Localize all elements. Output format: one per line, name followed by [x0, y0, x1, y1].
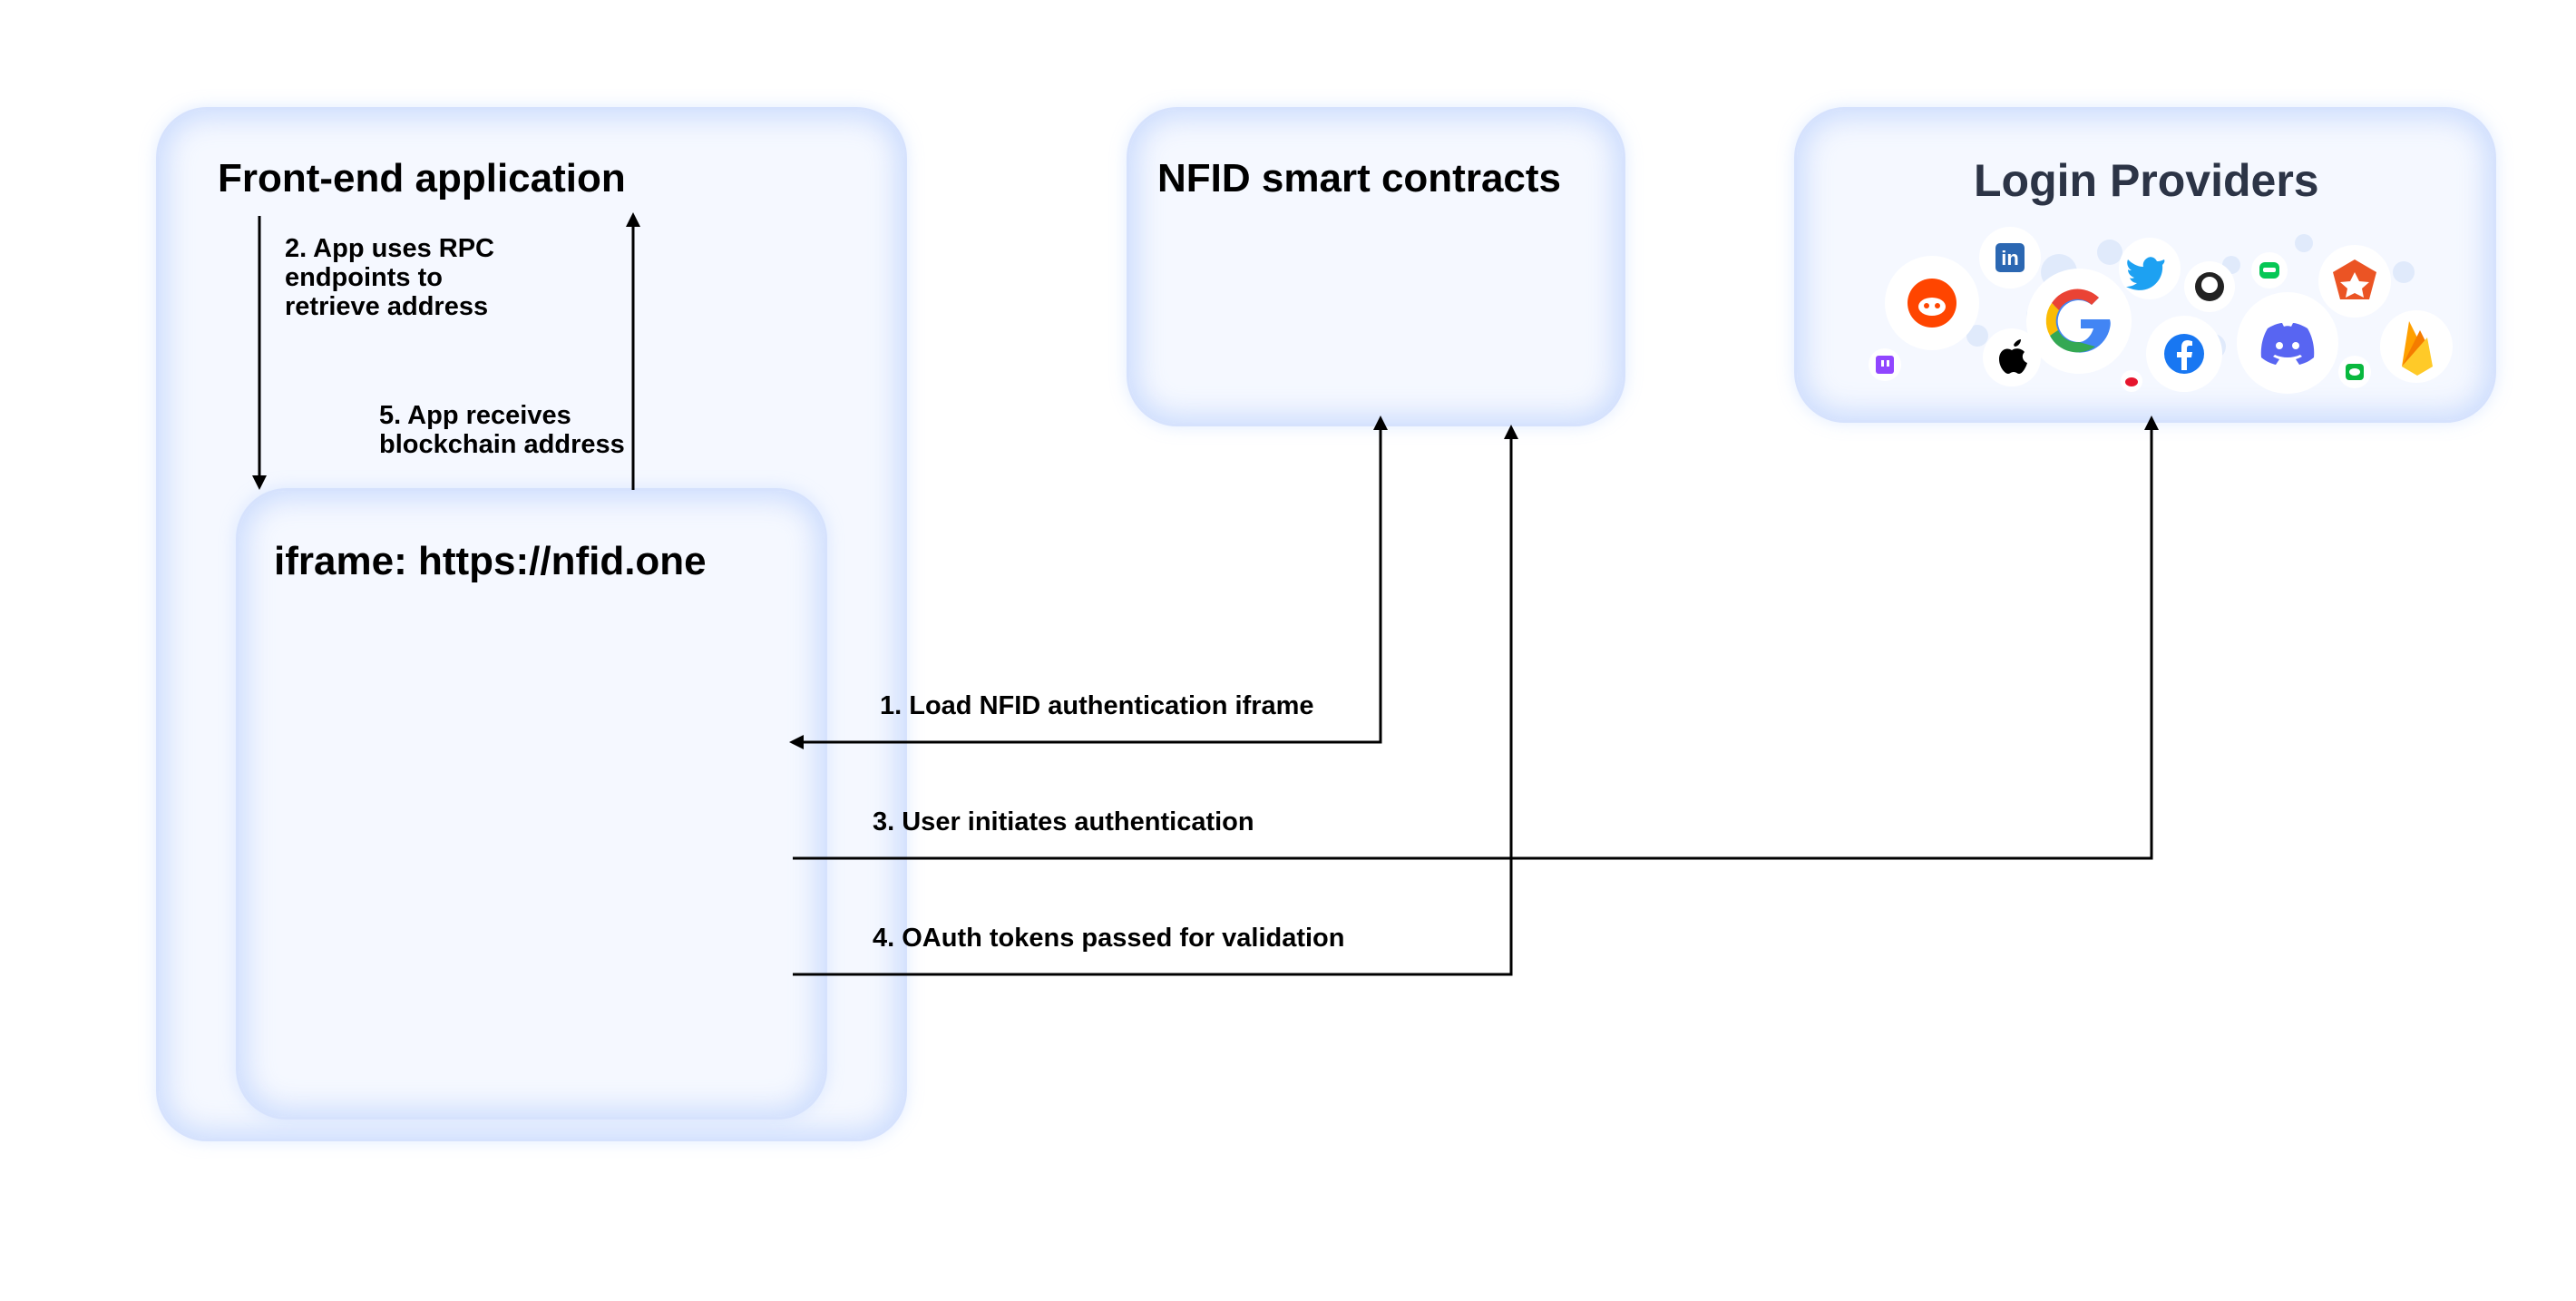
reddit-icon	[1885, 256, 1979, 350]
weibo-icon	[2121, 370, 2142, 392]
step3-arrow	[793, 428, 2153, 860]
apple-icon	[1983, 328, 2041, 386]
facebook-icon	[2146, 316, 2222, 392]
frontend-application-title: Front-end application	[218, 156, 626, 201]
discord-icon	[2237, 292, 2338, 394]
twitter-icon	[2119, 238, 2181, 299]
auth0-icon	[2318, 245, 2391, 318]
step5-line1: 5. App receives	[379, 401, 571, 430]
nfid-smart-contracts-box	[1127, 107, 1625, 426]
firebase-icon	[2380, 310, 2453, 383]
step1-label: 1. Load NFID authentication iframe	[880, 691, 1314, 720]
github-icon	[2184, 261, 2235, 312]
step1-arrowhead-left	[789, 735, 804, 749]
step4-arrow	[793, 437, 1513, 976]
step2-label: 2. App uses RPC endpoints to retrieve ad…	[285, 234, 494, 321]
step2-line2: endpoints to	[285, 263, 443, 292]
step4-label: 4. OAuth tokens passed for validation	[873, 924, 1345, 953]
step5-line2: blockchain address	[379, 430, 625, 459]
iframe-title: iframe: https://nfid.one	[274, 539, 707, 583]
wechat-icon	[2338, 356, 2371, 388]
step4-arrowhead	[1504, 425, 1518, 439]
twitch-icon	[1869, 348, 1901, 381]
step1-arrow	[802, 428, 1382, 744]
step2-line3: retrieve address	[285, 292, 489, 321]
google-icon	[2026, 269, 2132, 374]
linkedin-icon: in	[1979, 227, 2041, 289]
svg-text:in: in	[2001, 247, 2019, 269]
login-providers-title: Login Providers	[1974, 155, 2319, 206]
step1-arrowhead-top	[1373, 416, 1388, 430]
line-icon	[2251, 252, 2288, 289]
nfid-smart-contracts-title: NFID smart contracts	[1157, 156, 1562, 201]
step3-label: 3. User initiates authentication	[873, 807, 1254, 836]
step5-arrowhead	[626, 212, 640, 227]
step2-line1: 2. App uses RPC	[285, 234, 494, 263]
step5-label: 5. App receives blockchain address	[379, 401, 625, 459]
iframe-box	[236, 488, 827, 1120]
step2-arrowhead	[252, 475, 267, 490]
step3-arrowhead	[2144, 416, 2159, 430]
